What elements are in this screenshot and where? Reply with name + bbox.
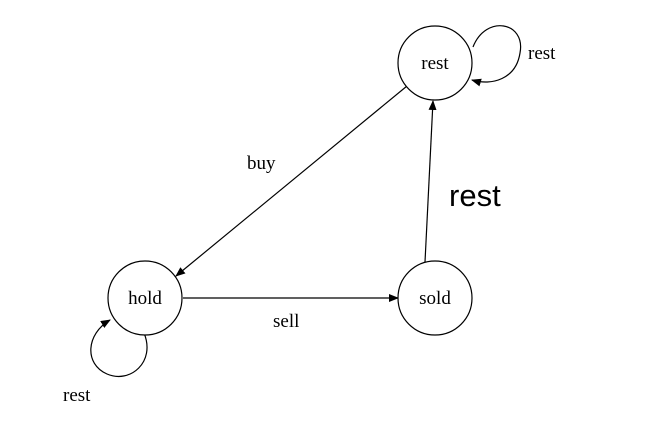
edge-hold-self-loop-arc: [90, 319, 148, 377]
edge-hold-to-sold: sell: [183, 294, 399, 332]
node-label-rest: rest: [421, 53, 449, 74]
node-label-hold: hold: [128, 288, 162, 309]
edge-hold-self-loop: rest: [63, 319, 148, 406]
node-label-sold: sold: [419, 288, 451, 309]
edge-rest-self-loop: rest: [471, 25, 556, 87]
edge-rest-to-hold-line: [175, 85, 408, 277]
edge-rest-self-loop-arc: [471, 25, 522, 87]
node-rest: rest: [397, 25, 473, 101]
edge-label-rest-self: rest: [528, 43, 556, 64]
edge-label-buy: buy: [247, 153, 276, 174]
node-hold: hold: [107, 260, 183, 336]
edge-label-sold-rest: rest: [449, 178, 501, 213]
edge-sold-to-rest-line: [424, 100, 437, 263]
edge-label-sell: sell: [273, 311, 299, 332]
edge-sold-to-rest: rest: [424, 100, 501, 263]
node-sold: sold: [397, 260, 473, 336]
edge-label-hold-self: rest: [63, 385, 91, 406]
edge-rest-to-hold: buy: [175, 85, 408, 277]
